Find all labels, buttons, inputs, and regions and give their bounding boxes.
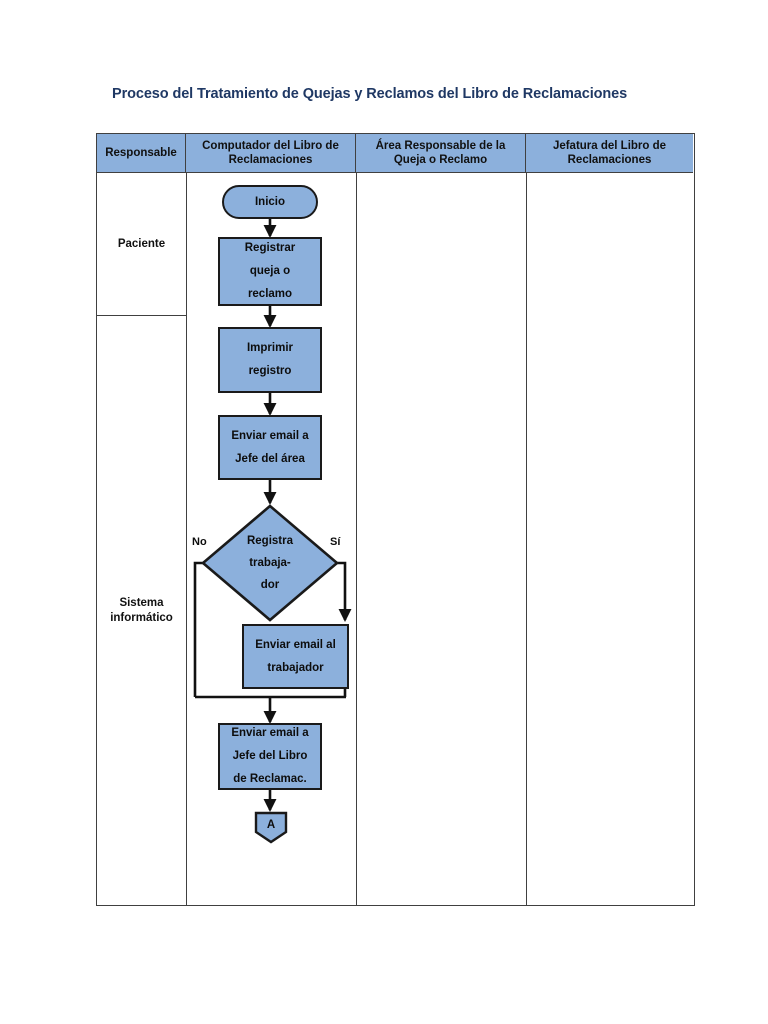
flow-node-registrar-queja-line2: queja o bbox=[249, 265, 291, 277]
column-header-computador: Computador del Libro de Reclamaciones bbox=[186, 134, 356, 173]
flow-node-offpage-connector-a[interactable]: A bbox=[254, 811, 288, 844]
flow-node-registrar-queja-line3: reclamo bbox=[247, 288, 293, 300]
column-header-area-responsable: Área Responsable de la Queja o Reclamo bbox=[356, 134, 526, 173]
column-divider-2 bbox=[356, 173, 357, 905]
flow-node-enviar-email-trabajador-line1: Enviar email al bbox=[255, 638, 336, 651]
flow-node-enviar-email-jefe-area-line2: Jefe del área bbox=[235, 452, 305, 465]
swimlane-table: Responsable Computador del Libro de Recl… bbox=[96, 133, 695, 906]
lane-label-paciente: Paciente bbox=[117, 237, 166, 250]
flow-node-decision-line1: Registra bbox=[246, 535, 294, 547]
column-header-jefatura: Jefatura del Libro de Reclamaciones bbox=[526, 134, 693, 173]
flow-node-enviar-email-jefe-libro-line3: de Reclamac. bbox=[233, 773, 307, 785]
flow-node-enviar-email-jefe-area[interactable]: Enviar email a Jefe del área bbox=[218, 415, 322, 480]
page-title: Proceso del Tratamiento de Quejas y Recl… bbox=[112, 86, 628, 102]
flow-node-decision-line2: trabaja- bbox=[249, 557, 291, 569]
flow-node-inicio[interactable]: Inicio bbox=[222, 185, 318, 219]
flow-node-decision-registra-trabajador[interactable]: Registra trabaja- dor bbox=[200, 503, 340, 623]
flow-node-decision-label: Registra trabaja- dor bbox=[200, 503, 340, 623]
lane-label-sistema-informatico: Sistema informático bbox=[110, 596, 173, 624]
flow-node-enviar-email-jefe-libro-line1: Enviar email a bbox=[231, 727, 309, 739]
lane-divider bbox=[97, 315, 186, 316]
branch-label-si: Sí bbox=[330, 536, 341, 548]
column-header-responsable: Responsable bbox=[97, 134, 186, 173]
flow-node-enviar-email-trabajador[interactable]: Enviar email al trabajador bbox=[242, 624, 349, 689]
flow-node-imprimir-registro[interactable]: Imprimir registro bbox=[218, 327, 322, 393]
column-divider-1 bbox=[186, 173, 187, 905]
flow-node-enviar-email-jefe-libro[interactable]: Enviar email a Jefe del Libro de Reclama… bbox=[218, 723, 322, 790]
flow-node-enviar-email-jefe-libro-line2: Jefe del Libro bbox=[232, 750, 308, 762]
flow-node-registrar-queja-line1: Registrar bbox=[244, 242, 296, 254]
flow-node-enviar-email-trabajador-line2: trabajador bbox=[267, 661, 324, 674]
flow-node-imprimir-registro-line2: registro bbox=[248, 365, 292, 377]
branch-label-no: No bbox=[192, 536, 207, 548]
flow-node-registrar-queja[interactable]: Registrar queja o reclamo bbox=[218, 237, 322, 306]
flow-node-offpage-connector-a-label: A bbox=[266, 819, 276, 832]
column-divider-3 bbox=[526, 173, 527, 905]
flow-node-decision-line3: dor bbox=[260, 579, 280, 591]
flow-node-enviar-email-jefe-area-line1: Enviar email a bbox=[231, 429, 309, 442]
flow-node-imprimir-registro-line1: Imprimir bbox=[246, 342, 293, 354]
